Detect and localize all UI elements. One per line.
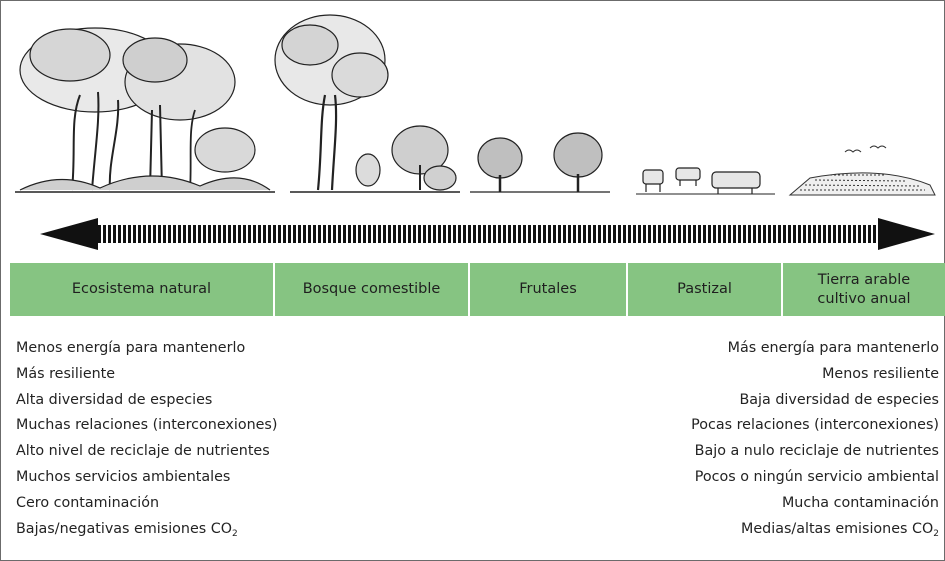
forest-icon: [15, 27, 275, 193]
food-forest-icon: [274, 14, 460, 193]
right-item: Baja diversidad de especies: [739, 391, 939, 408]
band-bosque-comestible: Bosque comestible: [275, 263, 470, 316]
left-item: Menos energía para mantenerlo: [16, 340, 246, 356]
band-label: Ecosistema natural: [71, 281, 212, 297]
right-item: Bajo a nulo reciclaje de nutrientes: [694, 443, 939, 460]
fruit-tree-icon: [470, 132, 610, 193]
left-item: Muchos servicios ambientales: [16, 468, 231, 485]
left-item: Muchas relaciones (interconexiones): [16, 417, 278, 434]
band-frutales: Frutales: [470, 263, 628, 316]
band-label: Pastizal: [677, 281, 732, 297]
left-item: Cero contaminación: [16, 494, 160, 511]
spectrum-bands: Ecosistema natural Bosque comestible Fru…: [10, 263, 945, 316]
band-label: Tierra arable cultivo anual: [817, 271, 911, 307]
left-item-emissions: Bajas/negativas emisiones CO2: [16, 517, 277, 548]
right-characteristics: Más energía para mantenerlo Menos resili…: [691, 336, 939, 547]
band-ecosistema-natural: Ecosistema natural: [10, 263, 275, 316]
spectrum-arrow: [40, 218, 935, 250]
right-emissions-text: Medias/altas emisiones CO: [741, 520, 934, 537]
left-emissions-text: Bajas/negativas emisiones CO: [16, 520, 233, 537]
left-item: Alto nivel de reciclaje de nutrientes: [16, 443, 270, 460]
band-pastizal: Pastizal: [628, 263, 783, 316]
arrow-head-left: [40, 218, 98, 250]
band-label: Frutales: [519, 281, 577, 297]
right-item: Más energía para mantenerlo: [727, 340, 939, 356]
left-item: Alta diversidad de especies: [16, 391, 213, 408]
left-item: Más resiliente: [16, 365, 116, 382]
plowed-field-icon: [788, 145, 936, 196]
right-item: Mucha contaminación: [781, 494, 939, 511]
band-label: Bosque comestible: [302, 281, 441, 297]
illustration-strip: [15, 14, 936, 196]
arrow-head-right: [878, 218, 935, 250]
livestock-icon: [636, 167, 775, 195]
right-item: Pocas relaciones (interconexiones): [691, 417, 939, 434]
left-characteristics: Menos energía para mantenerlo Más resili…: [16, 336, 277, 547]
band-tierra-arable: Tierra arable cultivo anual: [783, 263, 945, 316]
right-item: Pocos o ningún servicio ambiental: [694, 468, 939, 485]
right-item-emissions: Medias/altas emisiones CO2: [691, 517, 939, 548]
right-item: Menos resiliente: [822, 365, 939, 382]
left-emissions-subscript: 2: [232, 528, 238, 539]
right-emissions-subscript: 2: [933, 528, 939, 539]
